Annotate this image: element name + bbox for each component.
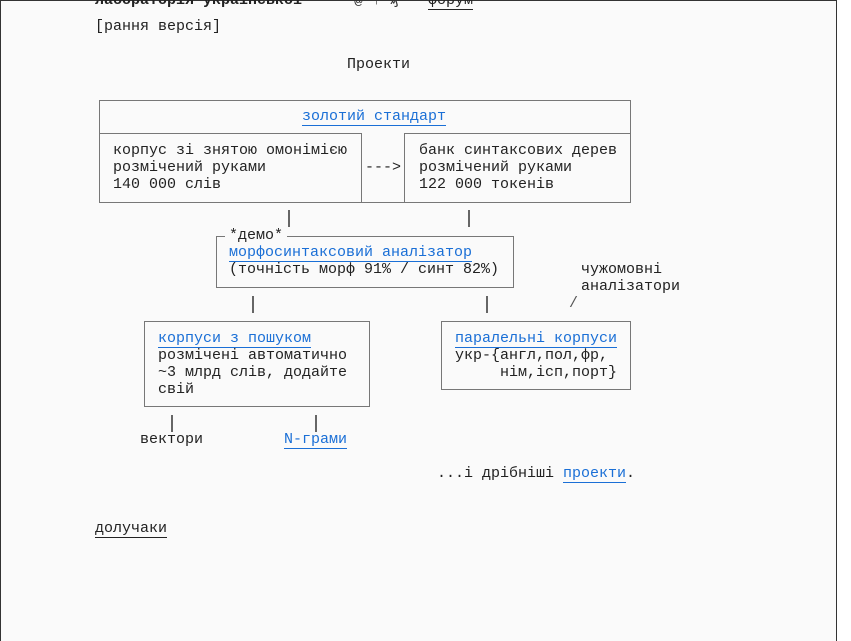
demo-tag: *демо* (225, 227, 288, 244)
more-projects: ...і дрібніші проекти. (437, 465, 636, 483)
parallel-line: нім,ісп,порт} (455, 364, 618, 381)
join-link[interactable]: долучаки (95, 520, 168, 538)
parallel-corpora-link[interactable]: паралельні корпуси (455, 330, 618, 348)
gold-right-line: розмічений руками (419, 159, 573, 176)
ngrams-link[interactable]: N-грами (284, 431, 348, 449)
vectors-label: вектори (140, 431, 204, 448)
gold-left-box (99, 133, 362, 203)
section-title: Проекти (347, 56, 411, 73)
forum-link[interactable]: форум (428, 0, 474, 10)
search-line: розмічені автоматично (158, 347, 348, 364)
site-title: лабораторія української (95, 0, 303, 9)
search-line: ~3 млрд слів, додайте (158, 364, 348, 381)
gold-left-line: 140 000 слів (113, 176, 222, 193)
arrow: ---> (365, 159, 402, 176)
foreign-analyzers: чужомовні (581, 261, 663, 278)
analyzer-box (216, 236, 514, 288)
gold-left-line: розмічений руками (113, 159, 267, 176)
search-line: свій (158, 381, 195, 398)
connector (315, 415, 317, 432)
connector (252, 296, 254, 313)
gold-right-line: 122 000 токенів (419, 176, 555, 193)
connector (468, 210, 470, 227)
search-corpora-box (144, 321, 370, 407)
more-prefix: ...і дрібніші (437, 465, 564, 482)
foreign-analyzers: аналізатори (581, 278, 681, 295)
header-icons[interactable]: @ ↑ ₰ (354, 0, 400, 9)
parallel-line: укр-{англ,пол,фр, (455, 347, 609, 364)
more-suffix: . (626, 465, 636, 482)
analyzer-accuracy: (точність морф 91% / синт 82%) (229, 261, 500, 278)
analyzer-link[interactable]: морфосинтаксовий аналізатор (229, 244, 473, 262)
gold-right-line: банк синтаксових дерев (419, 142, 618, 159)
connector (171, 415, 173, 432)
parallel-corpora-box (441, 321, 631, 390)
version-note: [рання версія] (95, 18, 222, 35)
gold-right-box (404, 133, 631, 203)
connector (288, 210, 290, 227)
slash-connector: / (569, 295, 579, 312)
gold-standard-link[interactable]: золотий стандарт (302, 108, 447, 126)
projects-link[interactable]: проекти (563, 465, 627, 483)
search-corpora-link[interactable]: корпуси з пошуком (158, 330, 312, 348)
gold-left-line: корпус зі знятою омонімією (113, 142, 348, 159)
connector (486, 296, 488, 313)
